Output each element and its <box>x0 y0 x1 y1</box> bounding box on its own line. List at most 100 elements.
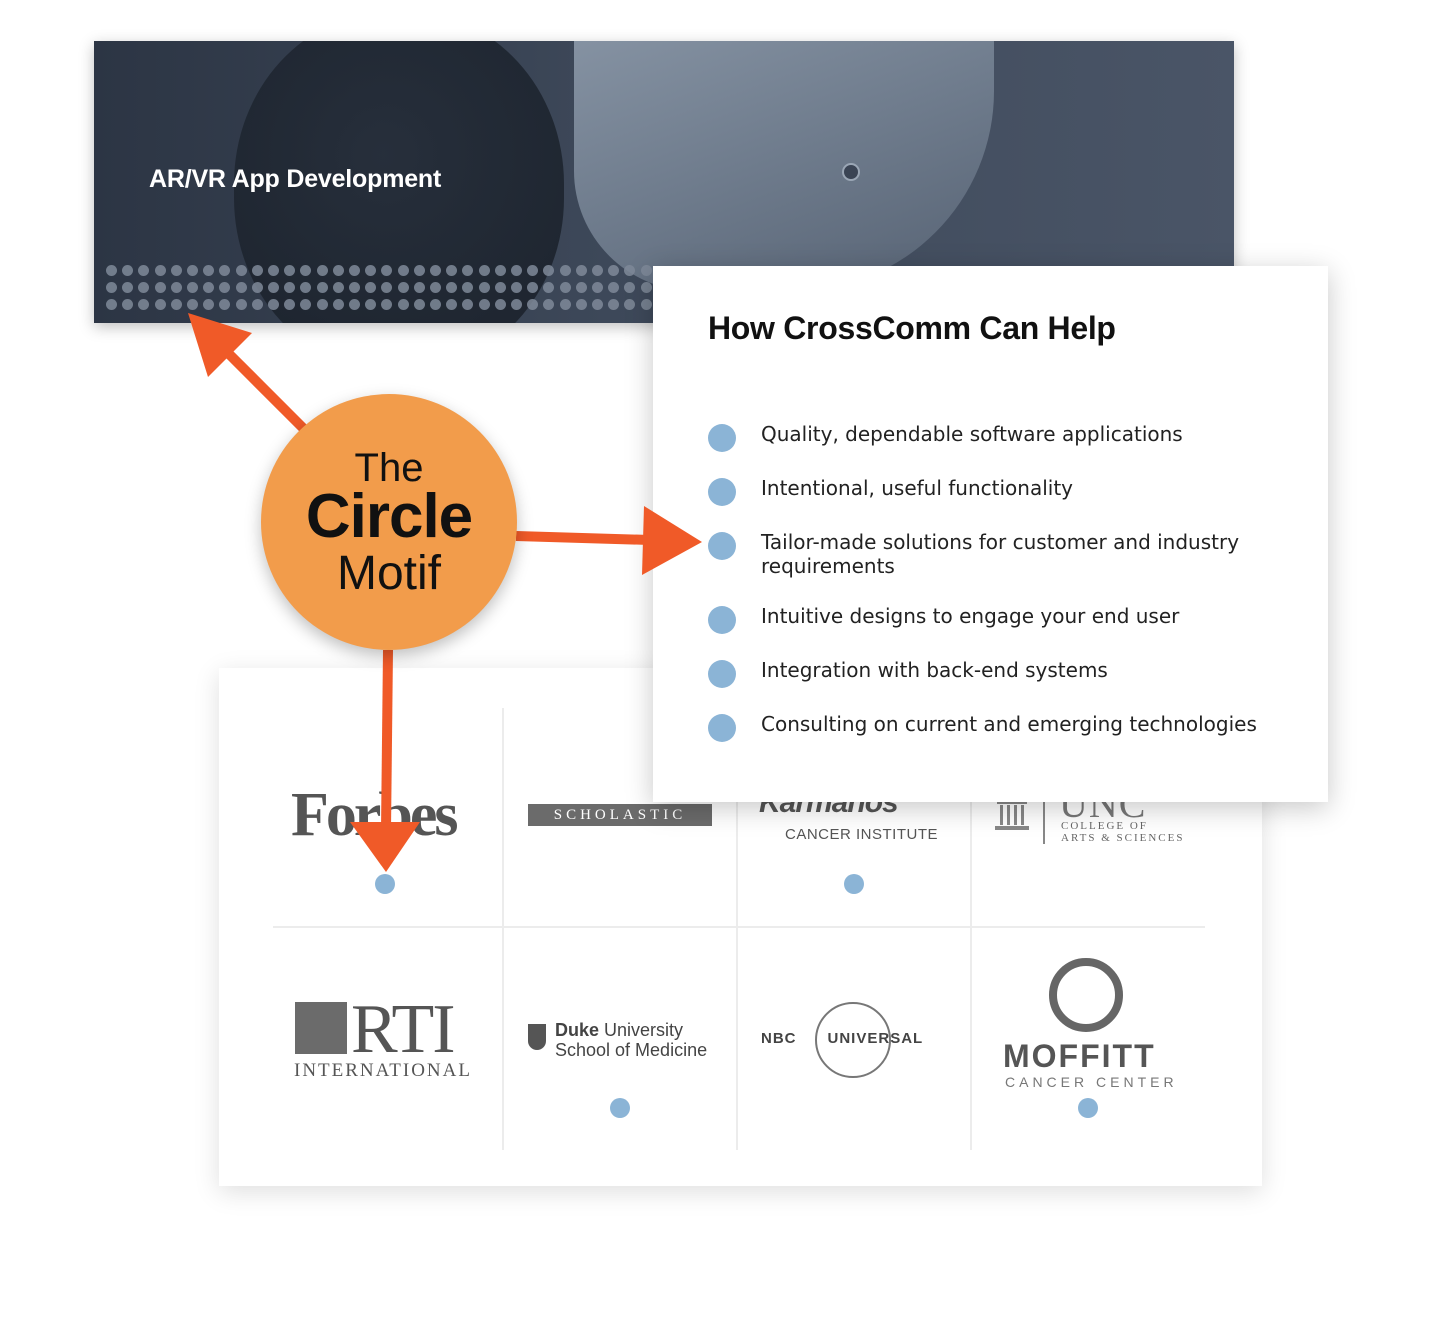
grid-divider-horizontal <box>273 926 1205 928</box>
hero-pattern-dot <box>575 282 587 293</box>
duke-shield-icon <box>528 1024 546 1050</box>
circle-bullet-icon <box>708 424 736 452</box>
hero-pattern-dot <box>592 265 603 276</box>
hero-pattern-dot <box>187 299 198 310</box>
hero-pattern-dot <box>106 265 117 276</box>
hero-pattern-dot <box>284 299 296 310</box>
hero-pattern-dot <box>624 299 636 310</box>
hero-pattern-dot <box>284 265 296 276</box>
hero-pattern-dot <box>349 299 360 310</box>
hero-pattern-dot <box>187 265 198 276</box>
hero-pattern-dot <box>365 265 377 276</box>
help-item-text: Integration with back-end systems <box>761 658 1108 682</box>
hero-pattern-dot <box>559 265 571 276</box>
hero-pattern-dot <box>430 299 441 310</box>
hero-pattern-dot <box>624 282 636 293</box>
hero-pattern-dot <box>268 282 279 293</box>
hero-pattern-dot <box>203 299 215 310</box>
hero-pattern-dot <box>543 299 555 310</box>
hero-pattern-dot <box>543 282 555 293</box>
rti-emblem <box>295 1002 347 1054</box>
hero-pattern-dot <box>316 265 328 276</box>
hero-pattern-dot <box>138 299 150 310</box>
duke-university: University <box>604 1020 684 1040</box>
universal-text: UNIVERSAL <box>827 1030 924 1047</box>
hero-pattern-dot <box>624 265 636 276</box>
hero-pattern-dot <box>268 299 279 310</box>
hero-pattern-dot <box>527 265 539 276</box>
hero-pattern-dot <box>203 282 215 293</box>
hero-pattern-dot <box>511 282 522 293</box>
hero-pattern-dot <box>608 299 620 310</box>
hero-pattern-dot <box>640 299 652 310</box>
hero-pattern-dot <box>381 299 393 310</box>
hero-pattern-dot <box>332 265 344 276</box>
hero-pattern-dot <box>122 299 134 310</box>
hero-pattern-dot <box>511 265 522 276</box>
arrow-to-hero-dots <box>188 313 309 434</box>
moffitt-subtitle: CANCER CENTER <box>1005 1074 1178 1090</box>
scholastic-logo: SCHOLASTIC <box>528 804 712 826</box>
moffitt-emblem <box>1049 958 1123 1032</box>
help-item-text: Tailor-made solutions for customer and i… <box>761 530 1240 578</box>
arrowhead <box>350 822 420 872</box>
unc-subtitle-line1: COLLEGE OF <box>1061 820 1148 832</box>
hero-pattern-dot <box>446 299 458 310</box>
hero-banner: AR/VR App Development <box>94 41 1234 323</box>
hero-pattern-dot <box>527 282 539 293</box>
hero-pattern-dot <box>154 299 166 310</box>
motif-line-1: The <box>354 446 424 490</box>
nbc-text: NBC <box>761 1030 797 1047</box>
hero-pattern-dot <box>170 265 182 276</box>
hero-pattern-dot <box>268 265 279 276</box>
nbc-universal-logo: NBC UNIVERSAL <box>761 1030 923 1047</box>
hero-pattern-dot <box>462 282 474 293</box>
hero-pattern-dot <box>381 265 393 276</box>
hero-pattern-dot <box>300 299 312 310</box>
hero-pattern-dot <box>430 282 441 293</box>
circle-bullet-icon <box>708 660 736 688</box>
arrowhead <box>188 313 252 377</box>
arrowhead <box>642 506 702 575</box>
hero-pattern-dot <box>430 265 441 276</box>
hero-pattern-dot <box>316 282 328 293</box>
hero-pattern-dot <box>608 265 620 276</box>
hero-pattern-dot <box>494 282 506 293</box>
hero-pattern-dot <box>478 299 490 310</box>
hero-pattern-dot <box>219 299 231 310</box>
hero-pattern-dot <box>592 299 603 310</box>
hero-pattern-dot <box>138 282 150 293</box>
hero-pattern-dot <box>592 282 603 293</box>
arrow-to-bullets <box>515 506 702 575</box>
rti-logo: RTI <box>351 991 456 1068</box>
hero-pattern-dot <box>251 282 263 293</box>
circle-motif-dot <box>844 874 864 894</box>
help-item-text: Consulting on current and emerging techn… <box>761 712 1257 736</box>
hero-pattern-dot <box>219 265 231 276</box>
hero-pattern-dot <box>462 299 474 310</box>
unc-old-well-icon <box>995 800 1029 830</box>
hero-pattern-dot <box>397 299 409 310</box>
hero-pattern-dot <box>154 265 166 276</box>
hero-pattern-dot <box>413 282 425 293</box>
unc-subtitle: COLLEGE OF ARTS & SCIENCES <box>1061 820 1184 844</box>
circle-motif-dot <box>1078 1098 1098 1118</box>
hero-pattern-dot <box>494 265 506 276</box>
hero-pattern-dot <box>349 265 360 276</box>
circle-bullet-icon <box>708 606 736 634</box>
hero-pattern-dot <box>122 265 134 276</box>
circle-bullet-icon <box>708 714 736 742</box>
hero-pattern-dot <box>122 282 134 293</box>
hero-pattern-dot <box>397 265 409 276</box>
hero-pattern-dot <box>138 265 150 276</box>
hero-headset-sensor <box>842 163 860 181</box>
motif-line-2: Circle <box>305 482 473 551</box>
hero-pattern-dot <box>494 299 506 310</box>
help-item-text: Intentional, useful functionality <box>761 476 1074 500</box>
hero-pattern-dot <box>251 265 263 276</box>
grid-divider-vertical <box>502 708 504 1150</box>
hero-pattern-dot <box>478 282 490 293</box>
hero-pattern-dot <box>446 265 458 276</box>
help-card-title: How CrossComm Can Help <box>708 310 1116 346</box>
